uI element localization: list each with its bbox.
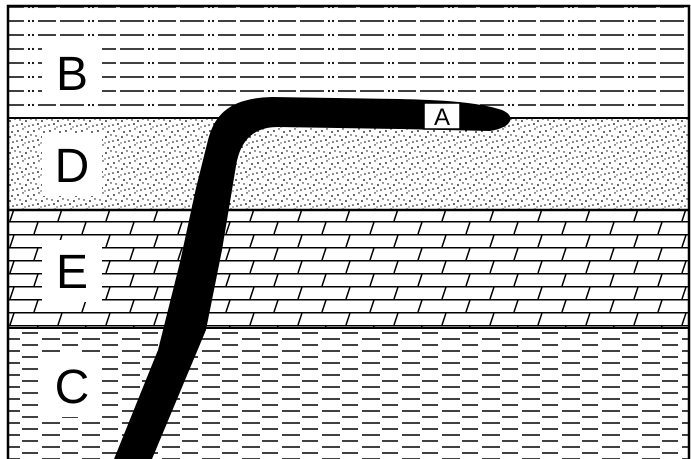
layer-e-label: E [56,246,88,299]
layer-d-label: D [55,140,90,193]
layer-d-fill [8,118,689,210]
layer-c-label: C [55,361,90,414]
intrusion-label: A [434,104,450,131]
layer-b-label: B [56,48,88,101]
layer-e-fill [8,210,689,328]
layer-c-fill [8,328,689,459]
